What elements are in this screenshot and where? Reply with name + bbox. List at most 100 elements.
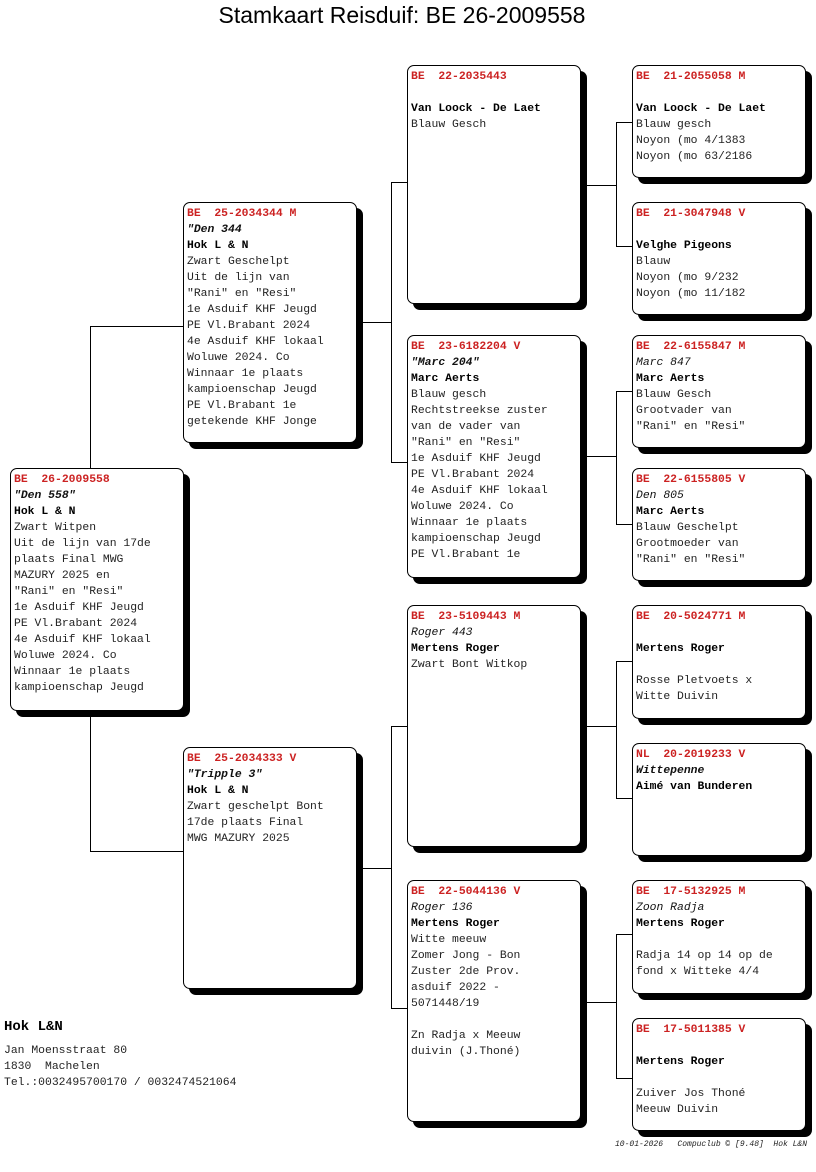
pigeon-card-granddam-maternal[interactable]: BE 22-5044136 V Roger 136 Mertens Roger … <box>407 880 581 1122</box>
info-line: duivin (J.Thoné) <box>411 1046 521 1058</box>
ring-number: BE 26-2009558 <box>14 474 110 486</box>
pigeon-name: "Den 558" <box>14 490 76 502</box>
breeder-name: Mertens Roger <box>636 643 725 655</box>
info-line: "Rani" en "Resi" <box>636 421 746 433</box>
connector <box>616 122 633 123</box>
info-line: Zwart Bont Witkop <box>411 659 528 671</box>
pigeon-card-ggp-7[interactable]: BE 17-5132925 M Zoon Radja Mertens Roger… <box>632 880 806 994</box>
info-line: 5071448/19 <box>411 998 480 1010</box>
info-line: kampioenschap Jeugd <box>187 384 317 396</box>
breeder-name: Mertens Roger <box>411 643 500 655</box>
info-line: Zuster 2de Prov. <box>411 966 521 978</box>
info-line: MAZURY 2025 en <box>14 570 110 582</box>
connector <box>580 185 616 186</box>
pigeon-card-grandsire-paternal[interactable]: BE 22-2035443 Van Loock - De Laet Blauw … <box>407 65 581 304</box>
pigeon-card-ggp-6[interactable]: NL 20-2019233 V Wittepenne Aimé van Bund… <box>632 743 806 856</box>
connector <box>391 182 408 183</box>
ring-number: BE 23-6182204 V <box>411 341 521 353</box>
ring-number: BE 23-5109443 M <box>411 611 521 623</box>
connector <box>616 246 633 247</box>
pigeon-name: Roger 443 <box>411 627 473 639</box>
pigeon-card-ggp-2[interactable]: BE 21-3047948 V Velghe Pigeons Blauw Noy… <box>632 202 806 315</box>
pigeon-name: "Tripple 3" <box>187 769 263 781</box>
info-line: Uit de lijn van 17de <box>14 538 151 550</box>
pigeon-card-granddam-paternal[interactable]: BE 23-6182204 V "Marc 204" Marc Aerts Bl… <box>407 335 581 578</box>
info-line: Zwart Geschelpt <box>187 256 290 268</box>
pigeon-card-ggp-1[interactable]: BE 21-2055058 M Van Loock - De Laet Blau… <box>632 65 806 178</box>
ring-number: BE 22-5044136 V <box>411 886 521 898</box>
breeder-name: Hok L & N <box>187 240 249 252</box>
info-line: PE Vl.Brabant 1e <box>411 549 521 561</box>
info-line: "Rani" en "Resi" <box>187 288 297 300</box>
ring-number: NL 20-2019233 V <box>636 749 746 761</box>
connector <box>616 524 633 525</box>
info-line: van de vader van <box>411 421 521 433</box>
info-line: 4e Asduif KHF lokaal <box>187 336 324 348</box>
connector <box>90 851 184 852</box>
info-line: Rosse Pletvoets x <box>636 675 753 687</box>
info-line: Woluwe 2024. Co <box>14 650 117 662</box>
info-line: Radja 14 op 14 op de <box>636 950 773 962</box>
info-line: Blauw <box>636 256 671 268</box>
connector <box>356 868 391 869</box>
info-line: plaats Final MWG <box>14 554 124 566</box>
info-line: Noyon (mo 4/1383 <box>636 135 746 147</box>
ring-number: BE 22-2035443 <box>411 71 507 83</box>
info-line: Blauw gesch <box>411 389 487 401</box>
info-line: kampioenschap Jeugd <box>14 682 144 694</box>
connector <box>391 726 408 727</box>
pigeon-name <box>636 222 805 238</box>
breeder-name: Marc Aerts <box>636 506 705 518</box>
info-line: "Rani" en "Resi" <box>636 554 746 566</box>
pigeon-card-dam[interactable]: BE 25-2034333 V "Tripple 3" Hok L & N Zw… <box>183 747 357 989</box>
info-line: 17de plaats Final <box>187 817 304 829</box>
info-line <box>636 932 805 948</box>
info-line: Grootvader van <box>636 405 732 417</box>
pigeon-name <box>636 625 805 641</box>
address-street: Jan Moensstraat 80 <box>4 1045 128 1057</box>
connector <box>391 1008 408 1009</box>
pigeon-card-ggp-8[interactable]: BE 17-5011385 V Mertens Roger Zuiver Jos… <box>632 1018 806 1131</box>
info-line: getekende KHF Jonge <box>187 416 317 428</box>
info-line: Zomer Jong - Bon <box>411 950 521 962</box>
connector <box>356 322 391 323</box>
pigeon-card-sire[interactable]: BE 25-2034344 M "Den 344 Hok L & N Zwart… <box>183 202 357 443</box>
ring-number: BE 25-2034333 V <box>187 753 297 765</box>
pigeon-name: Den 805 <box>636 490 684 502</box>
info-line: Winnaar 1e plaats <box>14 666 131 678</box>
pigeon-card-subject[interactable]: BE 26-2009558 "Den 558" Hok L & N Zwart … <box>10 468 184 711</box>
info-line: PE Vl.Brabant 2024 <box>14 618 138 630</box>
ring-number: BE 20-5024771 M <box>636 611 746 623</box>
info-line: Blauw Geschelpt <box>636 522 739 534</box>
connector <box>616 661 633 662</box>
ring-number: BE 25-2034344 M <box>187 208 297 220</box>
loft-name: Hok L&N <box>4 1019 63 1035</box>
connector <box>391 726 392 1009</box>
pigeon-card-grandsire-maternal[interactable]: BE 23-5109443 M Roger 443 Mertens Roger … <box>407 605 581 847</box>
pigeon-name: Zoon Radja <box>636 902 705 914</box>
info-line: Witte meeuw <box>411 934 487 946</box>
pigeon-card-ggp-5[interactable]: BE 20-5024771 M Mertens Roger Rosse Plet… <box>632 605 806 719</box>
info-line: PE Vl.Brabant 2024 <box>187 320 311 332</box>
info-line: Blauw gesch <box>636 119 712 131</box>
pigeon-name <box>636 1038 805 1054</box>
info-line: Blauw Gesch <box>636 389 712 401</box>
info-line: Zuiver Jos Thoné <box>636 1088 746 1100</box>
breeder-name: Hok L & N <box>14 506 76 518</box>
info-line: fond x Witteke 4/4 <box>636 966 760 978</box>
pigeon-name: Wittepenne <box>636 765 705 777</box>
pigeon-card-ggp-3[interactable]: BE 22-6155847 M Marc 847 Marc Aerts Blau… <box>632 335 806 448</box>
info-line: "Rani" en "Resi" <box>411 437 521 449</box>
pigeon-card-ggp-4[interactable]: BE 22-6155805 V Den 805 Marc Aerts Blauw… <box>632 468 806 581</box>
breeder-name: Mertens Roger <box>636 918 725 930</box>
address-phone: Tel.:0032495700170 / 0032474521064 <box>4 1077 237 1089</box>
page-title: Stamkaart Reisduif: BE 26-2009558 <box>218 2 586 28</box>
connector <box>616 391 633 392</box>
pigeon-name <box>411 85 580 101</box>
connector <box>90 326 91 468</box>
connector <box>391 462 408 463</box>
info-line: 1e Asduif KHF Jeugd <box>411 453 541 465</box>
connector <box>391 182 392 463</box>
connector <box>616 1078 633 1079</box>
ring-number: BE 21-3047948 V <box>636 208 746 220</box>
